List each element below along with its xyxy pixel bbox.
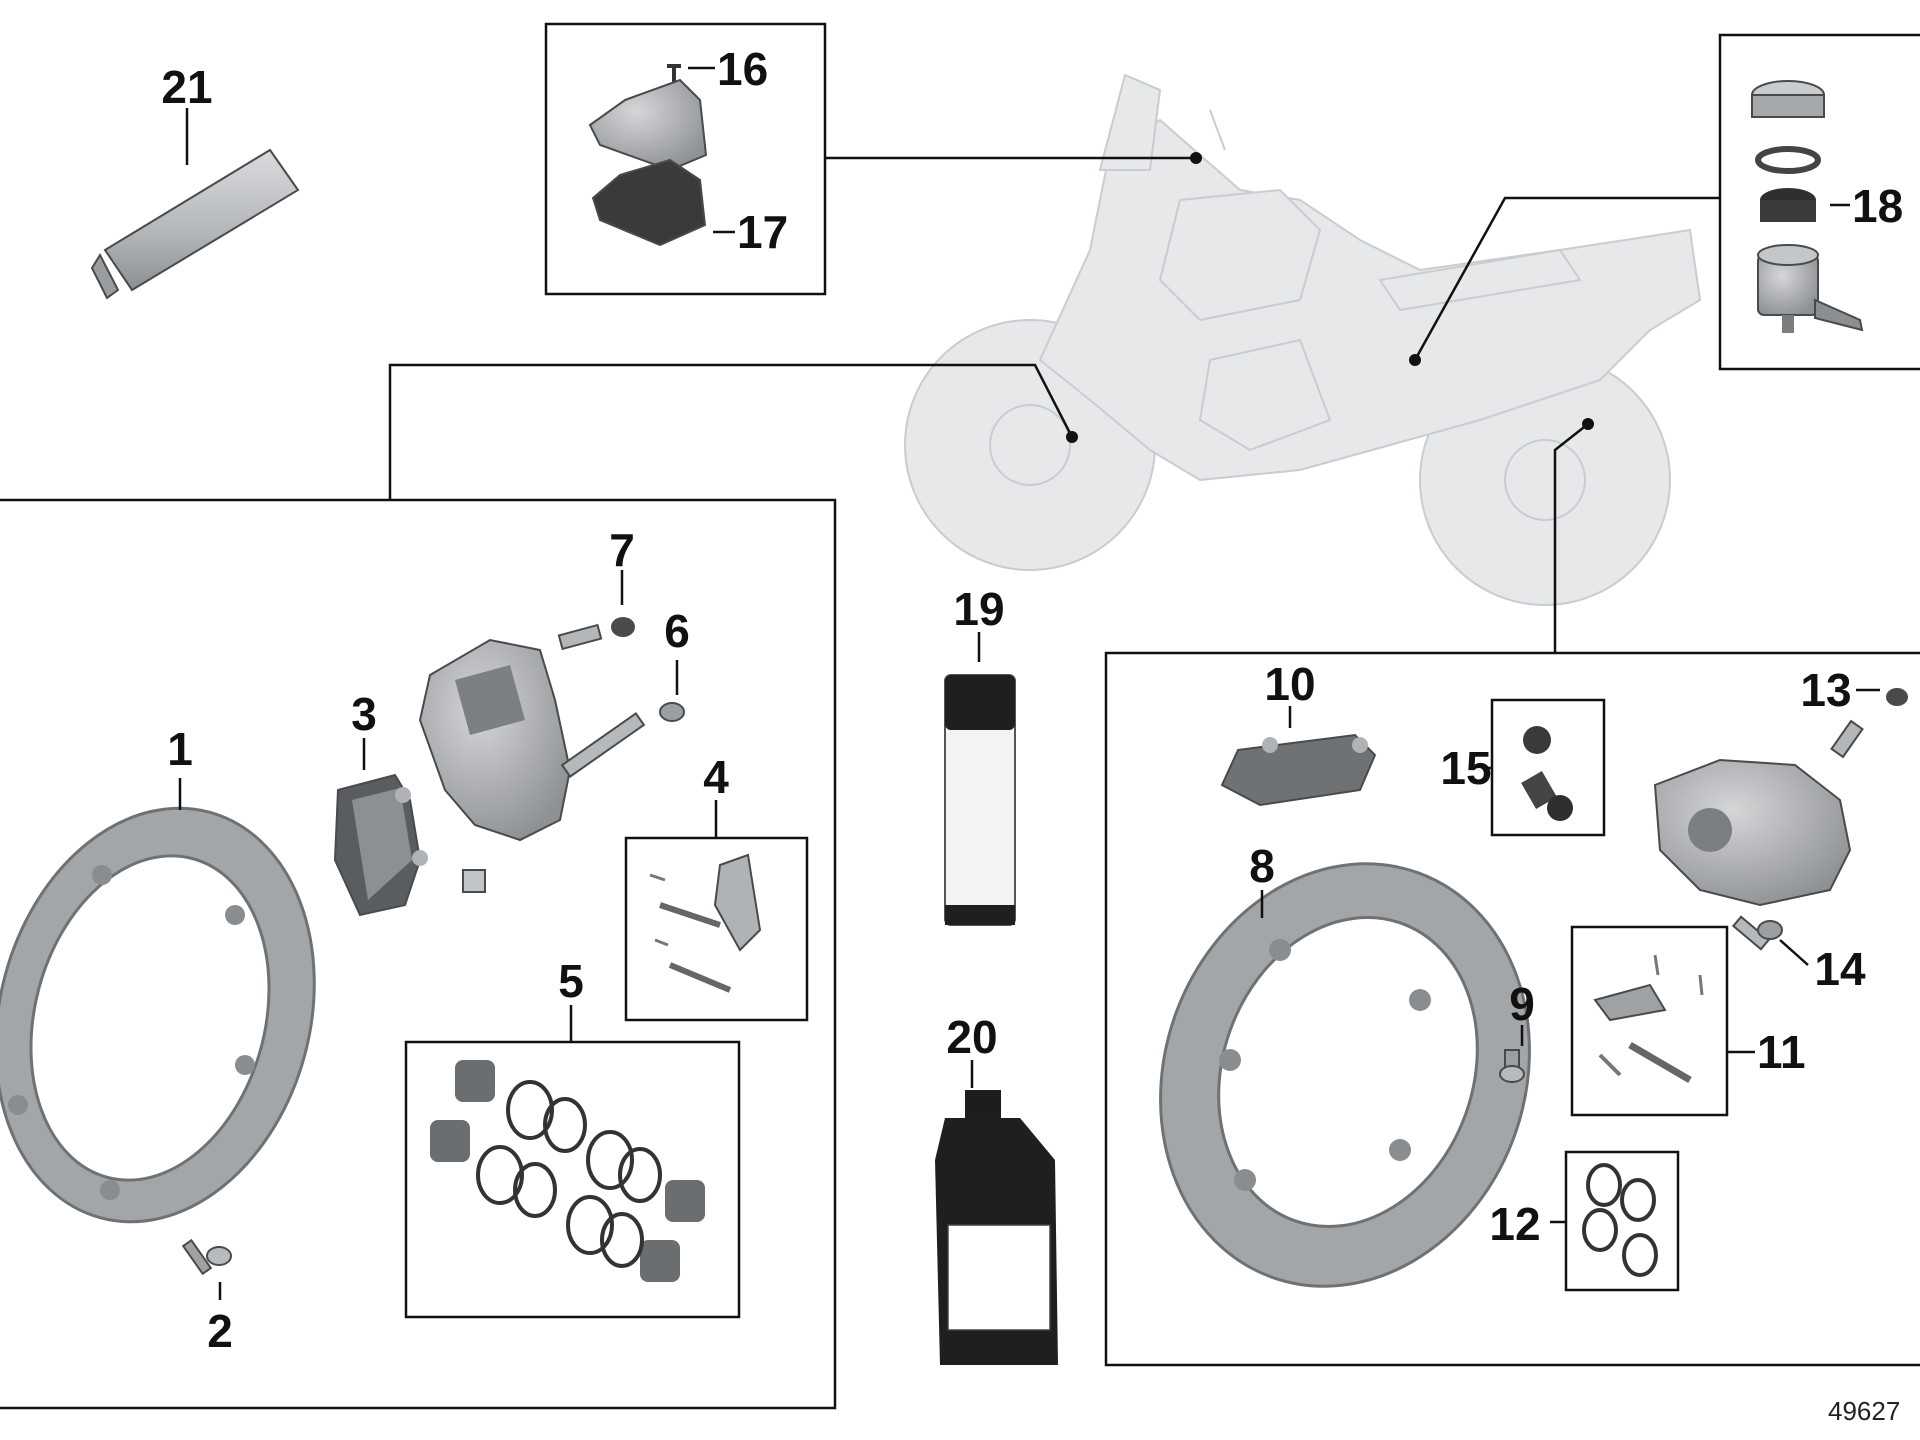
part-3-brake-pad <box>333 773 428 917</box>
box-rear-brake <box>1104 651 1920 1367</box>
callout-1: 1 <box>167 723 193 775</box>
leader-line-rear-reservoir <box>1413 196 1720 361</box>
motorcycle-illustration <box>904 73 1702 606</box>
callout-15: 15 <box>1440 742 1491 794</box>
callout-14: 14 <box>1814 943 1866 995</box>
part-14-bolt <box>1731 915 1783 951</box>
callout-7: 7 <box>609 524 635 576</box>
part-15-nut-and-bolt <box>1521 726 1573 821</box>
leader-line-front-brake <box>388 363 1074 500</box>
box-part-4-fitting-kit <box>624 836 809 1022</box>
callout-11: 11 <box>1757 1026 1806 1078</box>
callout-18: 18 <box>1852 180 1903 232</box>
callout-19: 19 <box>953 583 1004 635</box>
callout-13: 13 <box>1800 664 1851 716</box>
leader-dot-front-brake <box>1066 431 1078 443</box>
callout-9: 9 <box>1509 978 1535 1030</box>
box-part-5-piston-kit <box>404 1040 741 1319</box>
part-9-bolt <box>1499 1049 1525 1083</box>
part-13-bleeder-valve <box>1830 688 1908 759</box>
callout-17: 17 <box>737 206 788 258</box>
box-front-brake <box>0 498 837 1410</box>
callout-16: 16 <box>717 43 768 95</box>
callout-20: 20 <box>946 1011 997 1063</box>
leader-line-rear-brake <box>1553 423 1589 653</box>
part-17-gasket <box>591 158 707 247</box>
part-19-spray-can <box>944 674 1016 926</box>
callout-12: 12 <box>1489 1198 1540 1250</box>
part-8-brake-disc <box>1159 862 1531 1288</box>
leader-dot-rear-reservoir <box>1409 354 1421 366</box>
callout-8: 8 <box>1249 840 1275 892</box>
callout-10: 10 <box>1264 658 1315 710</box>
part-18-reservoir-parts <box>1751 80 1864 333</box>
callout-4: 4 <box>703 751 729 803</box>
callout-21: 21 <box>161 61 212 113</box>
callout-6: 6 <box>664 605 690 657</box>
part-4-fitting-kit <box>649 853 762 993</box>
part-5-piston-kit <box>430 1060 705 1282</box>
part-6-pin <box>560 702 685 778</box>
part-21-grease-tube <box>90 148 300 300</box>
box-rear-reservoir <box>1718 33 1920 371</box>
part-20-brake-fluid-bottle <box>935 1090 1058 1365</box>
part-12-seal-rings <box>1582 1163 1658 1277</box>
callout-3: 3 <box>351 688 377 740</box>
callout-2: 2 <box>207 1305 233 1357</box>
part-2-bolt <box>181 1238 232 1276</box>
part-10-brake-pad <box>1220 733 1377 807</box>
box-part-15 <box>1490 698 1606 837</box>
front-caliper <box>418 638 572 893</box>
box-part-12-seal-rings <box>1564 1150 1680 1292</box>
leader-dot-rear-brake <box>1582 418 1594 430</box>
callout-5: 5 <box>558 955 584 1007</box>
part-7-bleeder-valve <box>557 617 635 651</box>
part-11-fitting-kit <box>1593 954 1704 1084</box>
document-number: 49627 <box>1828 1396 1900 1426</box>
part-1-brake-disc <box>0 806 316 1224</box>
box-part-11-fitting-kit <box>1570 925 1729 1117</box>
callout-leader-lines <box>178 66 1880 1300</box>
leader-dot-reservoir-cover <box>1190 152 1202 164</box>
part-16-cover-plate <box>588 78 708 172</box>
rear-caliper <box>1653 758 1852 907</box>
